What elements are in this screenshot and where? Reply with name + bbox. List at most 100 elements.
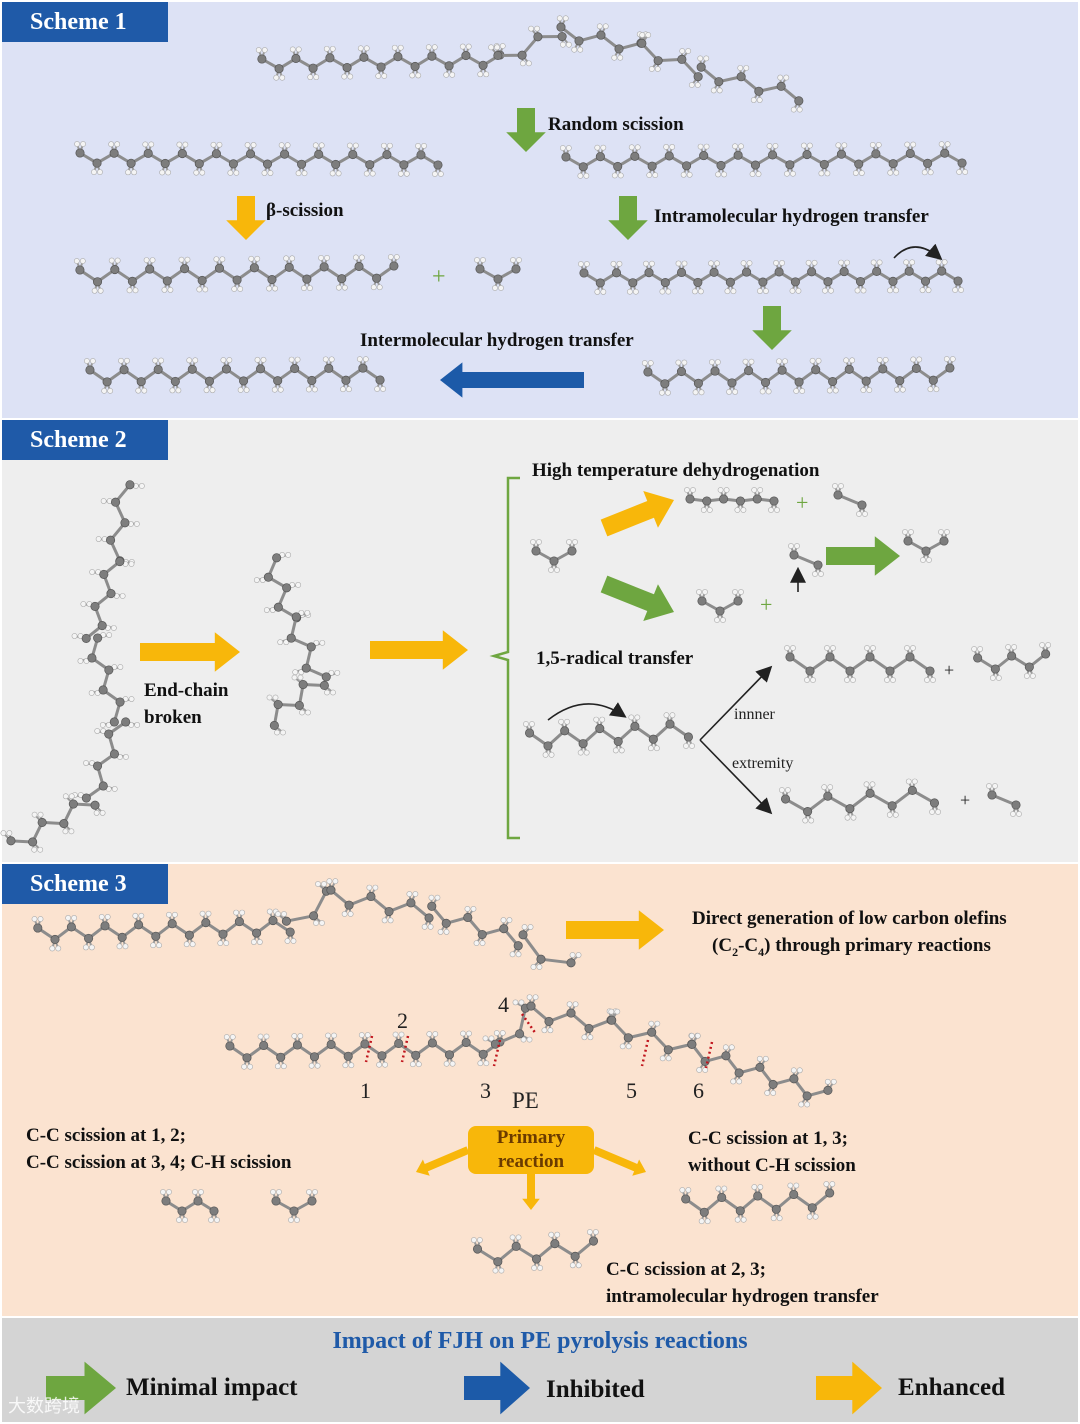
site-1-label: 1 [360,1078,371,1103]
reaction-label: reaction [497,1151,565,1172]
pe-chain-molecule [607,1008,701,1062]
scission-site-mark [520,1013,538,1035]
green-arrow [752,306,792,350]
inner-label: innner [734,706,775,723]
chain-molecule [779,778,941,824]
yellow-arrow [592,1146,647,1176]
pe-chain-molecule [71,717,141,803]
acetylene-molecule [684,487,780,513]
legend-enhanced-label: Enhanced [898,1374,1005,1401]
ethylene-molecule [270,1189,318,1223]
chain-molecule [679,1181,836,1225]
plus-sign: + [796,490,809,515]
pe-chain-molecule [77,632,135,728]
scheme-1-panel: Scheme 1 [2,2,1078,418]
legend-panel: Impact of FJH on PE pyrolysis reactions [2,1318,1078,1422]
watermark: 大数跨境 [8,1396,80,1417]
pe-chain-molecule [687,1032,837,1108]
pe-chain-molecule [31,908,297,952]
propyl-radical-molecule [523,712,695,758]
pe-chain-molecule [255,43,506,81]
curved-arrow [547,702,627,721]
c2-c4-label: (C2-C4) through primary reactions [712,935,991,959]
primary-reaction-box: Primary reaction [468,1126,594,1174]
pe-chain-molecule [637,32,703,88]
dehydrogenation-label: High temperature dehydrogenation [532,460,820,481]
intermolecular-label: Intermolecular hydrogen transfer [360,330,634,351]
legend-green-arrow [46,1361,116,1415]
left-scission-label-1: C-C scission at 1, 2; [26,1125,186,1146]
end-chain-label: End-chain [144,680,229,701]
chain-molecule [74,141,444,177]
pe-chain-molecule [556,15,649,61]
scheme-2-panel: Scheme 2 [2,420,1078,862]
green-arrow [506,108,546,152]
legend-inhibited-label: Inhibited [546,1376,645,1403]
site-5-label: 5 [626,1078,637,1103]
random-scission-label: Random scission [548,114,684,135]
site-4-label: 4 [498,992,509,1017]
pe-chain-molecule [95,480,145,566]
bracket [489,476,520,840]
ethylene-molecule [530,539,578,573]
hydrogen-molecule [832,483,868,517]
blue-arrow [440,362,584,398]
pe-chain-molecule [326,878,434,930]
methyl-molecule [902,529,950,563]
plus-sign: + [960,790,971,810]
chain-molecule [83,356,387,394]
right-scission-label-2: without C-H scission [688,1155,856,1176]
radical-molecule [277,609,341,682]
scheme-3-panel: Scheme 3 [2,864,1078,1316]
direct-generation-label: Direct generation of low carbon olefins [692,908,1007,929]
methyl-molecule [788,543,824,577]
pe-chain-molecule [696,55,804,113]
chain-molecule [641,356,956,396]
pe-chain-molecule [488,25,572,67]
chain-molecule [73,254,400,294]
chain-molecule [559,141,969,179]
legend-yellow-arrow [816,1361,882,1415]
pe-chain-molecule [0,793,106,853]
yellow-arrow [140,632,240,672]
bottom-scission-label-2: intramolecular hydrogen transfer [606,1286,879,1307]
legend-title: Impact of FJH on PE pyrolysis reactions [332,1328,748,1354]
intramolecular-label: Intramolecular hydrogen transfer [654,206,929,227]
pe-label: PE [512,1088,539,1113]
extremity-label: extremity [732,755,794,772]
scheme-3-tag: Scheme 3 [2,864,168,904]
green-arrow [826,536,900,576]
pe-chain-molecule [71,557,135,643]
propylene-molecule [160,1189,220,1223]
yellow-arrow [415,1146,470,1176]
chain-molecule [578,259,964,295]
right-scission-label-1: C-C scission at 1, 3; [688,1128,848,1149]
green-arrow [608,196,648,240]
yellow-arrow [522,1174,540,1210]
extremity-arrow [699,739,773,815]
ethylene-molecule [696,589,744,623]
radical-transfer-label: 1,5-radical transfer [536,648,694,669]
pe-chain-molecule [427,894,523,958]
site-3-label: 3 [480,1078,491,1103]
yellow-arrow [370,630,468,670]
arrow-layer [46,108,943,1415]
radical-molecule [266,674,336,736]
pe-chain-molecule [275,881,331,926]
pe-chain-molecule [482,999,533,1049]
bottom-scission-label-1: C-C scission at 2, 3; [606,1259,766,1280]
yellow-arrow [566,910,664,950]
chain-molecule [470,1229,599,1274]
scheme-1-tag: Scheme 1 [2,2,168,42]
site-2-label: 2 [397,1008,408,1033]
methyl-molecule [986,783,1022,817]
pe-chain-molecule [223,1030,506,1070]
green-arrow [600,575,674,622]
ethylene-molecule [474,257,522,291]
molecule-layer [0,15,1052,1274]
broken-label: broken [144,707,202,728]
beta-scission-label: β-scission [266,200,344,221]
chain-molecule [971,642,1052,681]
legend-blue-arrow [464,1361,530,1415]
